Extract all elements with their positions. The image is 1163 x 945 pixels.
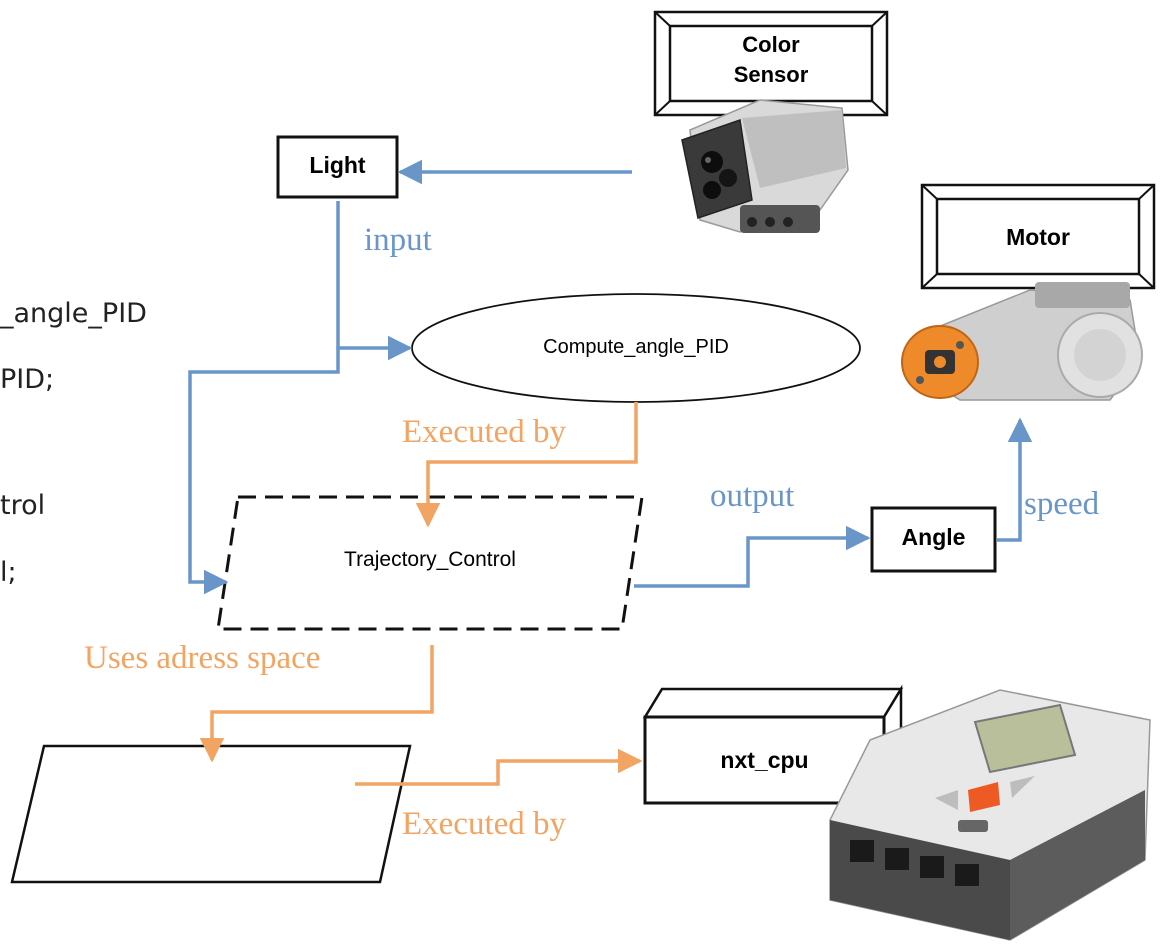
trajectory-control-label: Trajectory_Control: [344, 548, 516, 571]
executed-by-label-2: Executed by: [402, 806, 567, 842]
angle-to-motor-arrow: [997, 417, 1033, 542]
angle-label: Angle: [901, 524, 966, 550]
light-label: Light: [309, 152, 366, 178]
input-edge-label: input: [364, 222, 432, 258]
motor-label: Motor: [1006, 224, 1070, 250]
angle-box: [870, 506, 997, 573]
address-to-cpu-arrow: [355, 748, 643, 786]
light-box: [276, 135, 399, 199]
uses-address-space-label: Uses adress space: [84, 640, 321, 676]
address-space-parallelogram: [10, 744, 412, 884]
speed-edge-label: speed: [1024, 486, 1100, 522]
compute-to-trajectory-arrow: [415, 402, 638, 528]
motor-photo: [901, 282, 1143, 401]
color-sensor-box: [653, 10, 889, 117]
trajectory-to-address-arrow: [199, 645, 434, 763]
cut-text-1: _angle_PID: [0, 298, 147, 329]
trajectory-to-angle-arrow: [634, 525, 871, 588]
cut-text-4: l;: [0, 557, 17, 588]
orange-arrows: [199, 402, 643, 786]
executed-by-label-1: Executed by: [402, 414, 567, 450]
nxt-cpu-label: nxt_cpu: [720, 747, 809, 773]
color-sensor-photo: [681, 99, 849, 233]
compute-angle-pid-label: Compute_angle_PID: [543, 336, 729, 358]
output-edge-label: output: [710, 478, 795, 514]
cut-text-3: trol: [0, 490, 46, 521]
nxt-brick-photo: [829, 689, 1151, 941]
light-to-trajectory-arrow: [188, 348, 340, 595]
blue-arrows: [188, 159, 1033, 595]
color-sensor-label: Color Sensor: [733, 32, 809, 87]
cut-text-2: PID;: [0, 364, 55, 395]
